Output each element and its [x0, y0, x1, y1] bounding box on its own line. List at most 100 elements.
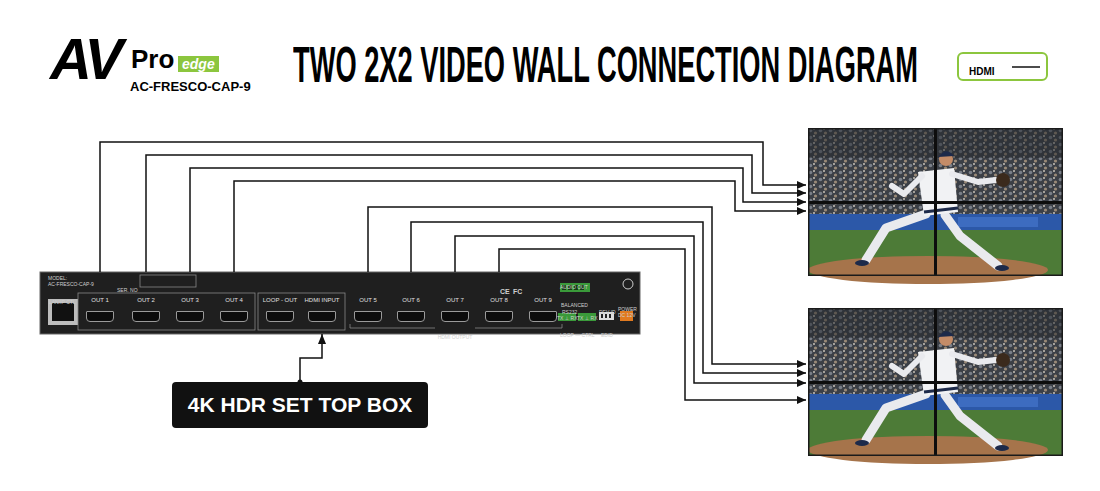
- art-shape: [40, 272, 640, 334]
- panel-text: MODEL:: [48, 275, 67, 281]
- label-slot: EDID: [601, 323, 613, 341]
- art-shape: [623, 279, 633, 289]
- art-shape: [190, 168, 806, 272]
- art-shape: [499, 249, 806, 400]
- video-wall-bottom: [808, 308, 1063, 464]
- label-slot: BALANCED: [561, 293, 588, 311]
- hdmi-connector: [220, 311, 248, 322]
- pin-name: TX ⊥ RX: [577, 316, 597, 321]
- port-label: OUT 7: [438, 296, 472, 305]
- legend-line-sample: [1012, 66, 1040, 68]
- art-shape: [78, 293, 255, 330]
- port-label: OUT 5: [351, 296, 385, 305]
- label-slot: edge: [178, 55, 219, 73]
- label-slot: Pro: [131, 46, 174, 72]
- hdmi-connector: [266, 311, 294, 322]
- art-shape: [140, 275, 196, 287]
- port-label: OUT 8: [482, 296, 516, 305]
- panel-text: AC-FRESCO-CAP-9: [48, 281, 94, 287]
- port-label: DC 12V: [618, 313, 636, 318]
- port-label: OUT 1: [83, 296, 117, 305]
- art-shape: [52, 303, 74, 321]
- title-slot: TWO 2X2 VIDEO WALL CONNECTION DIAGRAM: [293, 40, 1100, 90]
- label-slot: FC: [513, 280, 522, 298]
- port-label: OUT 9: [526, 296, 560, 305]
- model-number: AC-FRESCO-CAP-9: [130, 80, 251, 93]
- label-slot: SER. NO: [117, 278, 138, 296]
- hdmi-port: OUT 7: [438, 296, 472, 334]
- art-shape: [146, 155, 806, 272]
- cert-mark: CE: [500, 288, 510, 295]
- source-box: 4K HDR SET TOP BOX: [172, 382, 428, 428]
- hdmi-port: OUT 1: [83, 296, 117, 334]
- hdmi-port: OUT 8: [482, 296, 516, 334]
- art-shape: [350, 324, 562, 328]
- art-shape: [48, 299, 78, 325]
- hdmi-connector: [485, 311, 513, 322]
- label-slot: LAN/IP CTL: [49, 290, 76, 308]
- logo-mark: AV: [50, 30, 120, 88]
- hdmi-connector: [441, 311, 469, 322]
- art-shape: [560, 283, 590, 292]
- switch-label: DEV ID: [599, 310, 616, 315]
- port-label: OUT 2: [129, 296, 163, 305]
- legend-text: HDMI: [969, 67, 995, 77]
- device-panel: MODEL:AC-FRESCO-CAP-9OUT 1 OUT 2 OUT 3 OUT …: [40, 272, 640, 334]
- hdmi-port: OUT 9: [526, 296, 560, 334]
- signal-connector: [300, 334, 322, 382]
- port-label: POWER: [618, 307, 637, 312]
- logo-tag: edge: [178, 56, 219, 72]
- label-slot: HDMI OUTPUT: [438, 325, 473, 343]
- art-shape: [258, 293, 345, 330]
- art-shape: [958, 53, 1047, 80]
- diagram-title: TWO 2X2 VIDEO WALL CONNECTION DIAGRAM: [293, 40, 918, 90]
- label-slot: TX ⊥ RX: [577, 306, 597, 324]
- art-shape: [411, 222, 806, 373]
- port-label: BALANCED: [561, 303, 588, 308]
- legend-frame: [958, 53, 1047, 80]
- box-text: 4K HDR SET TOP BOX: [188, 393, 412, 416]
- hdmi-connector: [86, 311, 114, 322]
- hdmi-connector: [354, 311, 382, 322]
- art-shape: [455, 236, 806, 383]
- hdmi-connector: [132, 311, 160, 322]
- port-label: OUT 3: [173, 296, 207, 305]
- panel-label: SER. NO: [117, 288, 138, 293]
- hdmi-port: OUT 3: [173, 296, 207, 334]
- video-wall: [808, 128, 1063, 464]
- label-slot: CE: [500, 280, 510, 298]
- hdmi-wires: [100, 142, 806, 400]
- pin-name: TX ⊥ RX: [557, 316, 577, 321]
- logo-word: Pro: [131, 46, 174, 72]
- port-label: RS232: [562, 310, 577, 315]
- rear-panel: [40, 272, 640, 334]
- label-slot: DEV ID: [599, 300, 616, 318]
- label-slot: TX ⊥ RX: [557, 306, 577, 324]
- art-shape: [234, 181, 806, 272]
- port-label: AUDIO OUT: [560, 285, 588, 290]
- group-label: HDMI OUTPUT: [438, 335, 473, 340]
- hdmi-port: OUT 2: [129, 296, 163, 334]
- label-slot: DC 12V: [618, 303, 636, 321]
- port-label: LAN/IP CTL: [49, 300, 76, 305]
- label-slot: AC-FRESCO-CAP-9: [130, 77, 251, 95]
- switch-label: EDID: [601, 333, 613, 338]
- port-label: OUT 6: [394, 296, 428, 305]
- hdmi-connector: [529, 311, 557, 322]
- label-slot: LOOP — CTRL: [560, 323, 595, 341]
- hdmi-port: HDMI INPUT: [303, 296, 342, 334]
- port-label: HDMI INPUT: [303, 296, 342, 305]
- video-wall-top: [808, 128, 1063, 284]
- label-slot: AV: [50, 30, 120, 88]
- hdmi-port: LOOP - OUT: [261, 296, 300, 334]
- hdmi-connector: [176, 311, 204, 322]
- legend-slot: HDMI: [969, 61, 995, 79]
- port-label: LOOP - OUT: [261, 296, 300, 305]
- port-label: OUT 4: [217, 296, 251, 305]
- art-shape: [368, 207, 806, 364]
- hdmi-port: OUT 5: [351, 296, 385, 334]
- port-label: LOOP — CTRL: [560, 333, 595, 338]
- hdmi-port: OUT 6: [394, 296, 428, 334]
- hdmi-port: OUT 4: [217, 296, 251, 334]
